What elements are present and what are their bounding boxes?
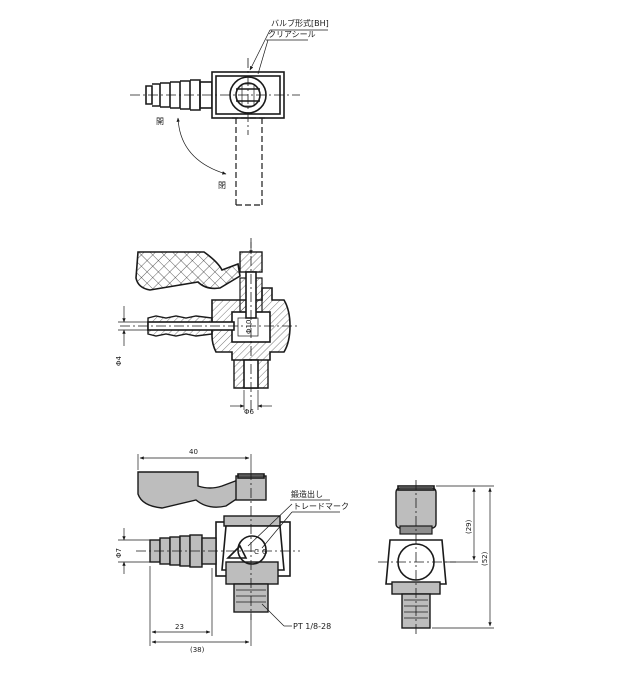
label-clear-seal: クリアシール [268,30,316,39]
front-handle [137,471,245,509]
label-open: 開 [156,117,164,126]
label-thread: PT 1/8-28 [293,622,331,631]
dim-52: (52) [481,551,489,566]
label-valve-type: バルブ形式[BH] [271,18,329,28]
section-view: Φ10 Φ4 Φ6 [115,238,300,416]
label-close: 閉 [218,181,226,190]
dim-40: 40 [189,448,198,456]
dim-29: (29) [465,519,473,534]
top-view: バルブ形式[BH] クリアシール 開 閉 [130,18,329,206]
section-handle [135,251,241,291]
dim-inner-phi: Φ10 [245,320,253,334]
dim-phi4: Φ4 [115,355,123,366]
dim-phi6: Φ6 [244,408,255,416]
dim-phi7: Φ7 [115,548,123,558]
dim-23: 23 [175,623,184,631]
label-forging: 鍛造出し [291,489,323,499]
label-trademark: トレードマーク [293,502,349,511]
svg-text:C: C [254,548,259,556]
svg-text:G: G [262,548,267,556]
dim-38: (38) [190,646,205,654]
side-view: (29) (52) [378,480,494,634]
front-view: C G 40 Φ7 23 [115,448,349,654]
